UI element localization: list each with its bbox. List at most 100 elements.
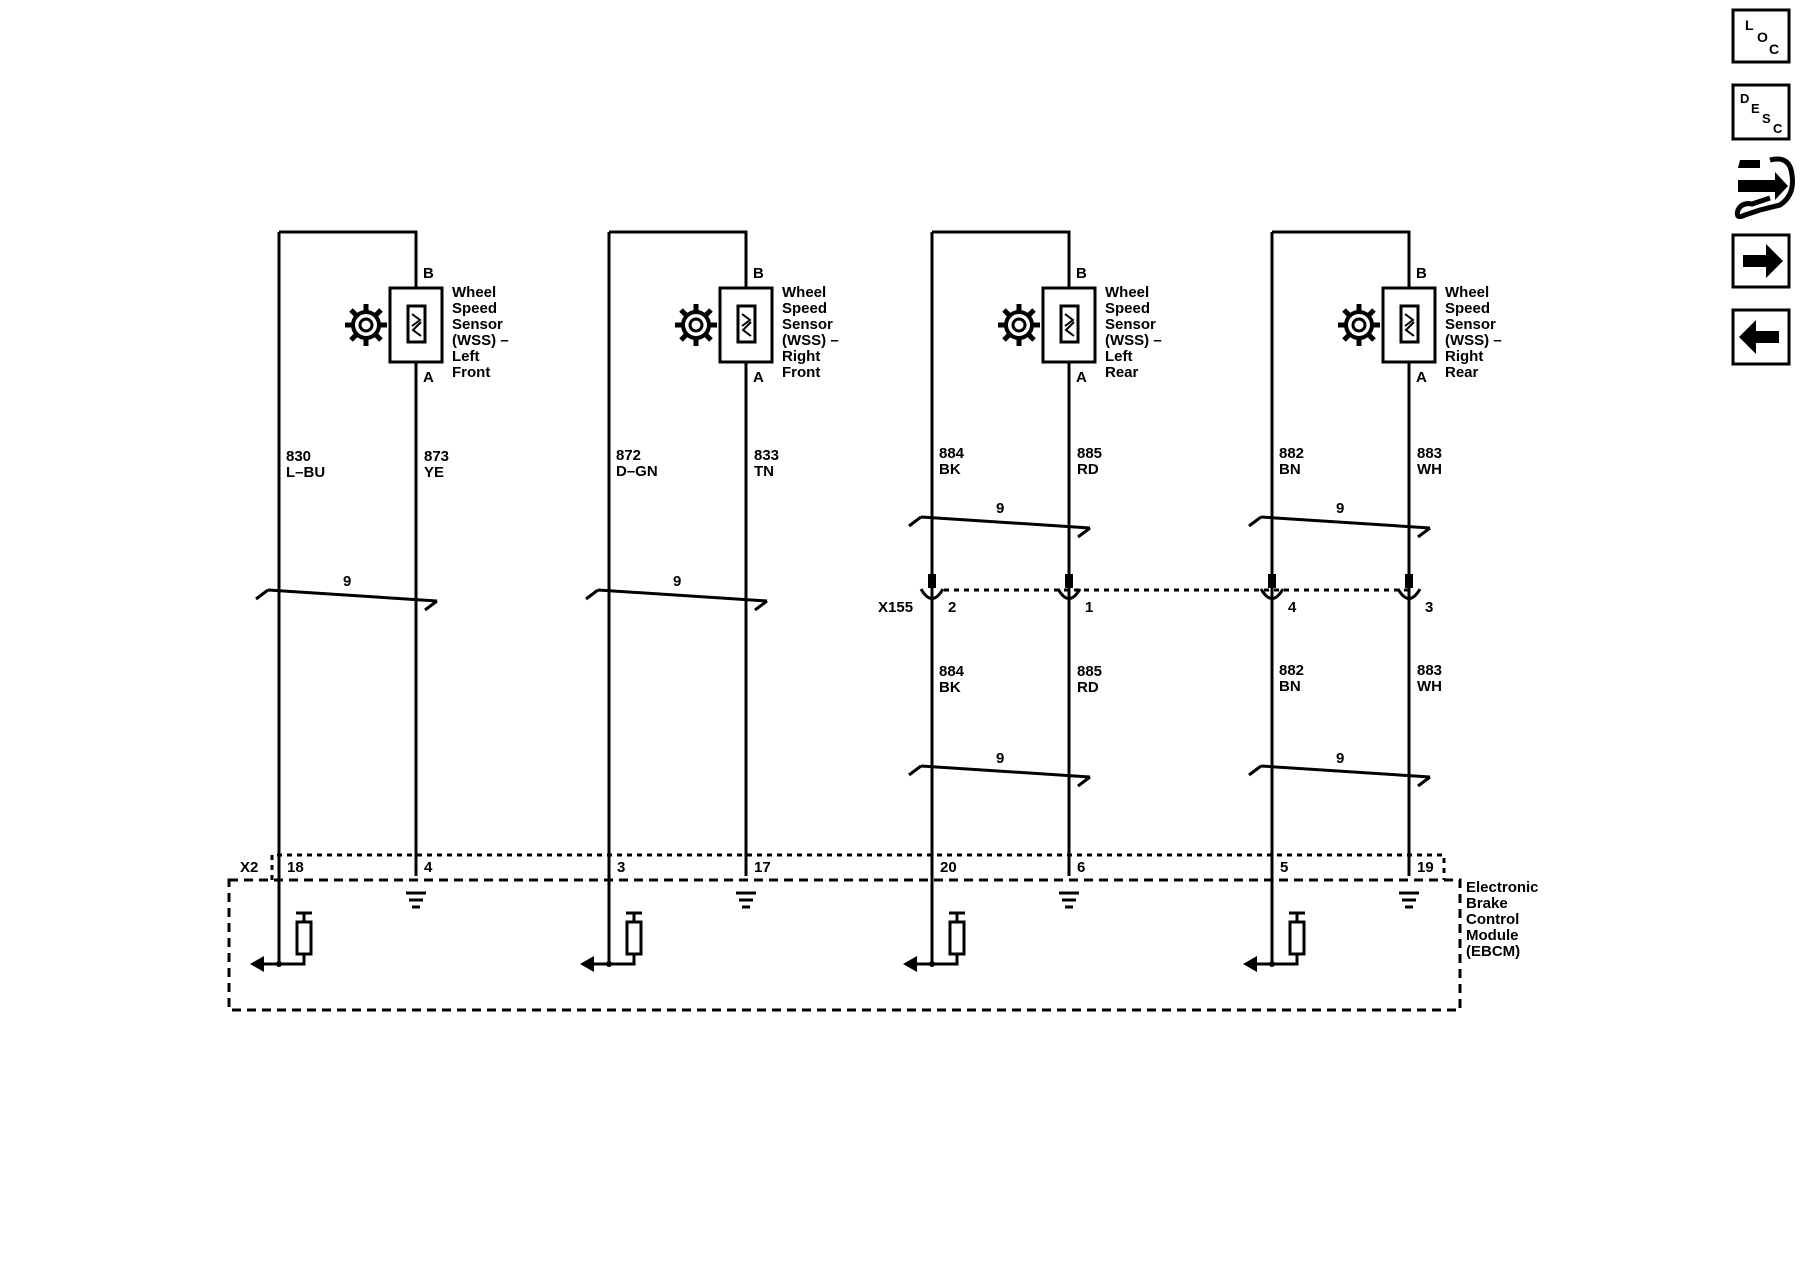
wire-circuit-number: 884 <box>939 445 965 462</box>
wire-circuit-number: 830 <box>286 448 311 465</box>
sensor-pin-a: A <box>753 369 764 386</box>
wire-color: TN <box>754 463 774 480</box>
twisted-pair-marker: 9 <box>1248 500 1431 539</box>
sensor-label-line: Sensor <box>782 316 833 333</box>
sensor-label-line: Sensor <box>452 316 503 333</box>
twisted-pair-marker: 9 <box>255 573 438 612</box>
pull-up-resistor <box>1272 911 1306 966</box>
sensor-pin-a: A <box>423 369 434 386</box>
wire-circuit-number: 885 <box>1077 663 1102 680</box>
pull-up-resistor <box>279 911 313 966</box>
connector-x2: X2 18 4 3 17 20 6 5 19 <box>240 853 1446 880</box>
desc-button[interactable]: D E S C <box>1731 83 1791 141</box>
sensor-label-line: Speed <box>452 300 497 317</box>
arrow-right-icon <box>1743 244 1783 278</box>
wire-labels-upper: 830 L–BU 873 YE 872 D–GN 833 TN 884 BK 8… <box>286 445 1442 481</box>
connector-pin: 6 <box>1077 859 1085 876</box>
wire-color: YE <box>424 464 444 481</box>
connector-x155-label: X155 <box>878 599 913 616</box>
sensor-label-line: Rear <box>1445 364 1479 381</box>
twisted-pair-label: 9 <box>996 500 1004 517</box>
wheel-speed-sensor-left-rear <box>1041 286 1097 364</box>
twisted-pair-label: 9 <box>343 573 351 590</box>
pull-up-resistor <box>932 911 966 966</box>
wire-circuit-number: 884 <box>939 663 965 680</box>
loc-button[interactable]: L O C <box>1731 8 1791 64</box>
ground-icon <box>1399 891 1419 909</box>
sensor-label-left-front: Wheel Speed Sensor (WSS) – Left Front <box>452 284 509 381</box>
ground-icon <box>1059 891 1079 909</box>
sensor-label-line: Wheel <box>452 284 496 301</box>
twisted-pair-markers: 9 9 9 9 9 9 <box>255 500 1431 788</box>
sensor-group-right-front <box>607 230 774 962</box>
sensor-label-line: (WSS) – <box>1445 332 1502 349</box>
wire-color: D–GN <box>616 463 658 480</box>
sensor-label-line: (WSS) – <box>782 332 839 349</box>
connector-pin: 17 <box>754 859 771 876</box>
wire-color: WH <box>1417 678 1442 695</box>
wire-circuit-number: 882 <box>1279 662 1304 679</box>
wire-color: RD <box>1077 461 1099 478</box>
signal-arrow-icon <box>903 956 935 972</box>
wire-color: BN <box>1279 461 1301 478</box>
wire-circuit-number: 833 <box>754 447 779 464</box>
ebcm-label-line: Brake <box>1466 895 1508 912</box>
sensor-label-line: Left <box>1105 348 1133 365</box>
sensor-label-line: Speed <box>782 300 827 317</box>
sensor-label-line: Speed <box>1445 300 1490 317</box>
twisted-pair-label: 9 <box>996 750 1004 767</box>
sensor-label-right-rear: Wheel Speed Sensor (WSS) – Right Rear <box>1445 284 1502 381</box>
sensor-label-line: Wheel <box>782 284 826 301</box>
connector-pin: 2 <box>948 599 956 616</box>
sensor-group-left-rear <box>930 230 1097 962</box>
connector-wrench-icon <box>1734 156 1795 220</box>
sensor-label-right-front: Wheel Speed Sensor (WSS) – Right Front <box>782 284 839 381</box>
pull-up-resistor <box>609 911 643 966</box>
wire-color: BK <box>939 679 961 696</box>
ground-icon <box>406 891 426 909</box>
wire-color: L–BU <box>286 464 325 481</box>
sensor-label-line: Speed <box>1105 300 1150 317</box>
connector-terminal <box>1396 574 1422 600</box>
desc-button-d: D <box>1740 91 1749 106</box>
arrow-left-icon <box>1739 320 1779 354</box>
sensor-label-line: Right <box>1445 348 1483 365</box>
ebcm-label-line: Electronic <box>1466 879 1539 896</box>
next-page-button[interactable] <box>1731 233 1791 289</box>
gear-icon <box>1338 304 1380 346</box>
previous-page-button[interactable] <box>1731 308 1791 366</box>
sensor-label-line: Right <box>782 348 820 365</box>
ebcm-label-line: (EBCM) <box>1466 943 1520 960</box>
sensor-label-left-rear: Wheel Speed Sensor (WSS) – Left Rear <box>1105 284 1162 381</box>
sensor-label-line: (WSS) – <box>452 332 509 349</box>
ebcm-module: Electronic Brake Control Module (EBCM) <box>227 878 1539 1012</box>
gear-icon <box>345 304 387 346</box>
twisted-pair-marker: 9 <box>908 500 1091 539</box>
connector-pin: 1 <box>1085 599 1093 616</box>
wire-circuit-number: 873 <box>424 448 449 465</box>
desc-button-s: S <box>1762 111 1771 126</box>
wire-color: RD <box>1077 679 1099 696</box>
wire-circuit-number: 885 <box>1077 445 1102 462</box>
wire-circuit-number: 883 <box>1417 662 1442 679</box>
sensor-group-left-front <box>277 230 444 962</box>
gear-icon <box>998 304 1040 346</box>
connector-pin: 3 <box>1425 599 1433 616</box>
connector-terminal <box>1056 574 1082 600</box>
twisted-pair-marker: 9 <box>1248 750 1431 788</box>
ebcm-label-line: Control <box>1466 911 1519 928</box>
connector-wrench-button[interactable] <box>1734 156 1795 220</box>
twisted-pair-label: 9 <box>1336 750 1344 767</box>
loc-button-c: C <box>1769 41 1779 57</box>
gear-icon <box>675 304 717 346</box>
loc-button-l: L <box>1745 17 1754 33</box>
twisted-pair-label: 9 <box>1336 500 1344 517</box>
wire-circuit-number: 882 <box>1279 445 1304 462</box>
connector-x2-label: X2 <box>240 859 258 876</box>
sensor-pin-labels: B A B A B A B A <box>423 265 1427 386</box>
wire-labels-lower: 884 BK 885 RD 882 BN 883 WH <box>939 662 1442 696</box>
wheel-speed-sensor-left-front <box>388 286 444 364</box>
sensor-pin-b: B <box>423 265 434 282</box>
connector-pin: 5 <box>1280 859 1288 876</box>
